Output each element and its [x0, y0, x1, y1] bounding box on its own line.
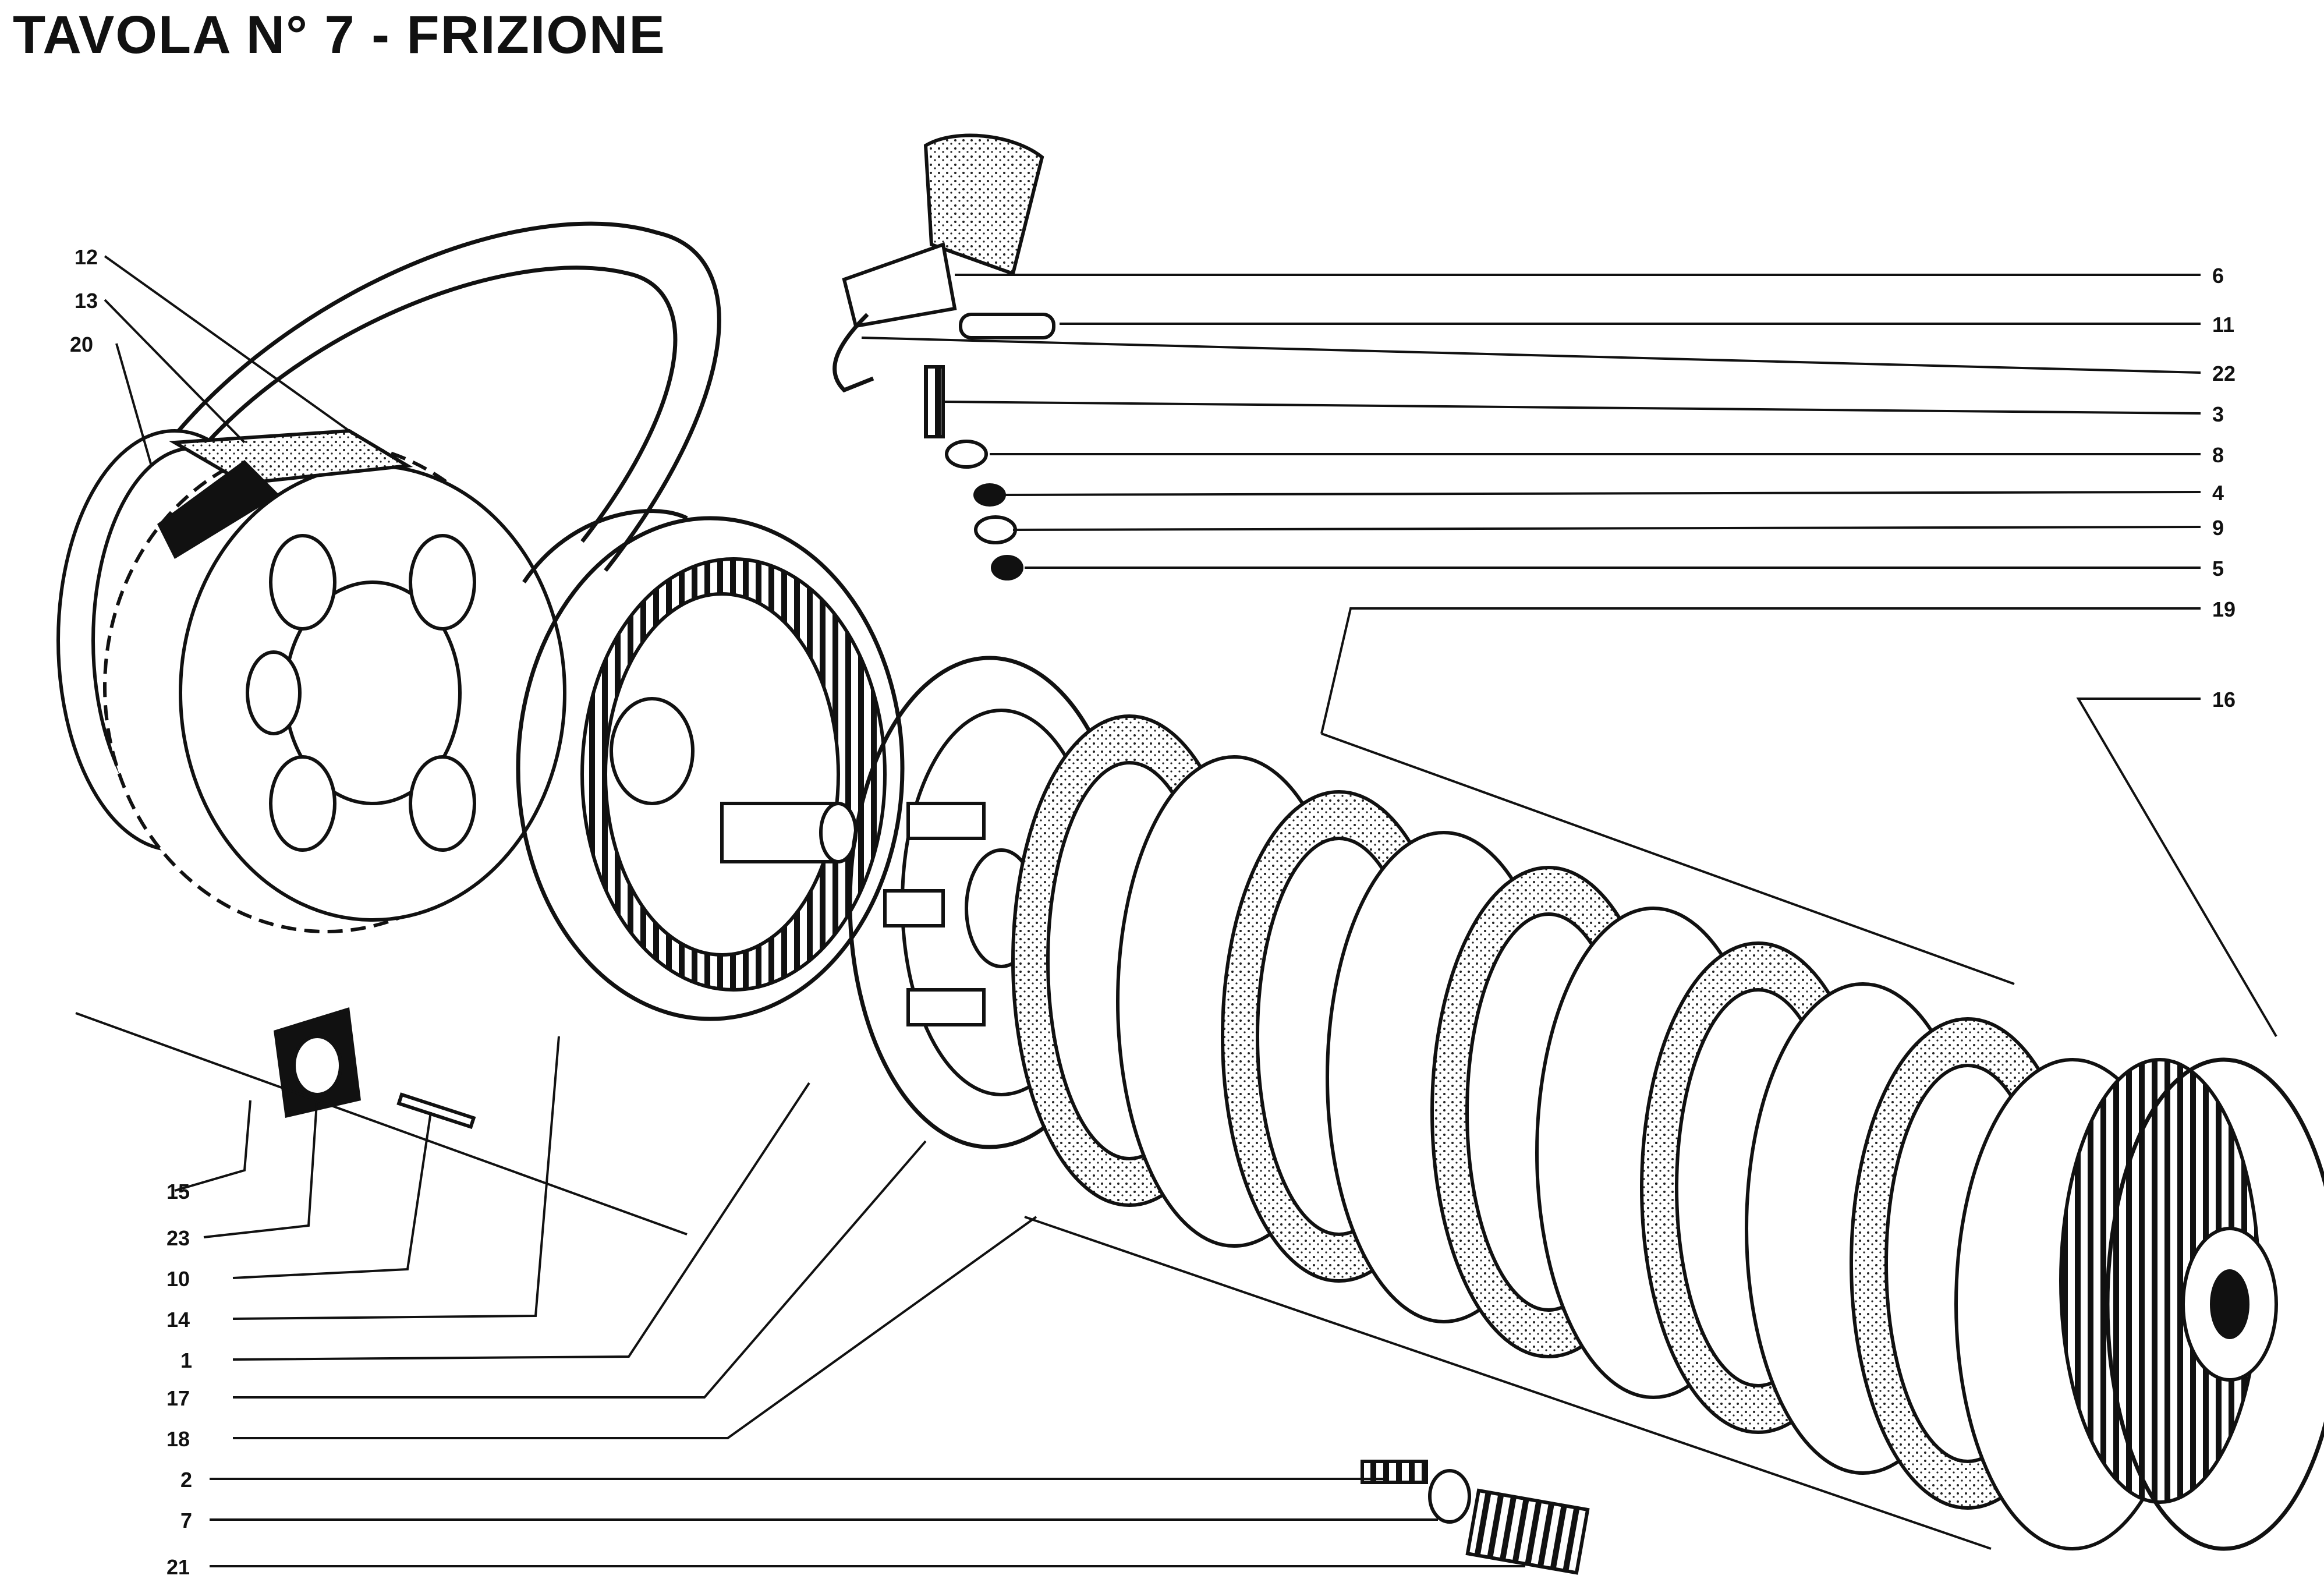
callout-20: 20 — [70, 332, 93, 356]
callout-16: 16 — [2212, 688, 2236, 711]
callout-5: 5 — [2212, 557, 2224, 580]
clutch-housing — [516, 509, 905, 1021]
callout-19: 19 — [2212, 597, 2236, 621]
callout-18: 18 — [166, 1427, 190, 1451]
callout-4: 4 — [2212, 481, 2224, 505]
callout-labels: 6 11 22 3 8 4 9 5 19 16 12 13 20 15 23 1… — [70, 245, 2236, 1579]
callout-1: 1 — [180, 1348, 192, 1372]
sprocket-drum-assembly — [56, 429, 566, 933]
callout-17: 17 — [166, 1386, 190, 1410]
callout-3: 3 — [2212, 402, 2224, 426]
leader-lines — [75, 255, 2277, 1567]
drive-belt — [167, 221, 721, 572]
callout-12: 12 — [75, 245, 98, 269]
callout-13: 13 — [75, 289, 98, 313]
callout-9: 9 — [2212, 516, 2224, 540]
callout-6: 6 — [2212, 264, 2224, 288]
callout-14: 14 — [166, 1308, 190, 1332]
inner-hub — [2059, 1057, 2324, 1551]
callout-22: 22 — [2212, 362, 2236, 385]
callout-2: 2 — [180, 1468, 192, 1492]
small-parts — [274, 1007, 1590, 1575]
callout-21: 21 — [166, 1555, 190, 1579]
clutch-plates-stack — [1011, 714, 2191, 1550]
page-title: TAVOLA N° 7 - FRIZIONE — [13, 5, 666, 65]
callout-15: 15 — [166, 1180, 190, 1203]
callout-23: 23 — [166, 1226, 190, 1250]
callout-7: 7 — [180, 1509, 192, 1532]
release-lever-parts — [832, 133, 1055, 580]
callout-10: 10 — [166, 1267, 190, 1291]
callout-11: 11 — [2212, 313, 2234, 337]
callout-8: 8 — [2212, 443, 2224, 467]
